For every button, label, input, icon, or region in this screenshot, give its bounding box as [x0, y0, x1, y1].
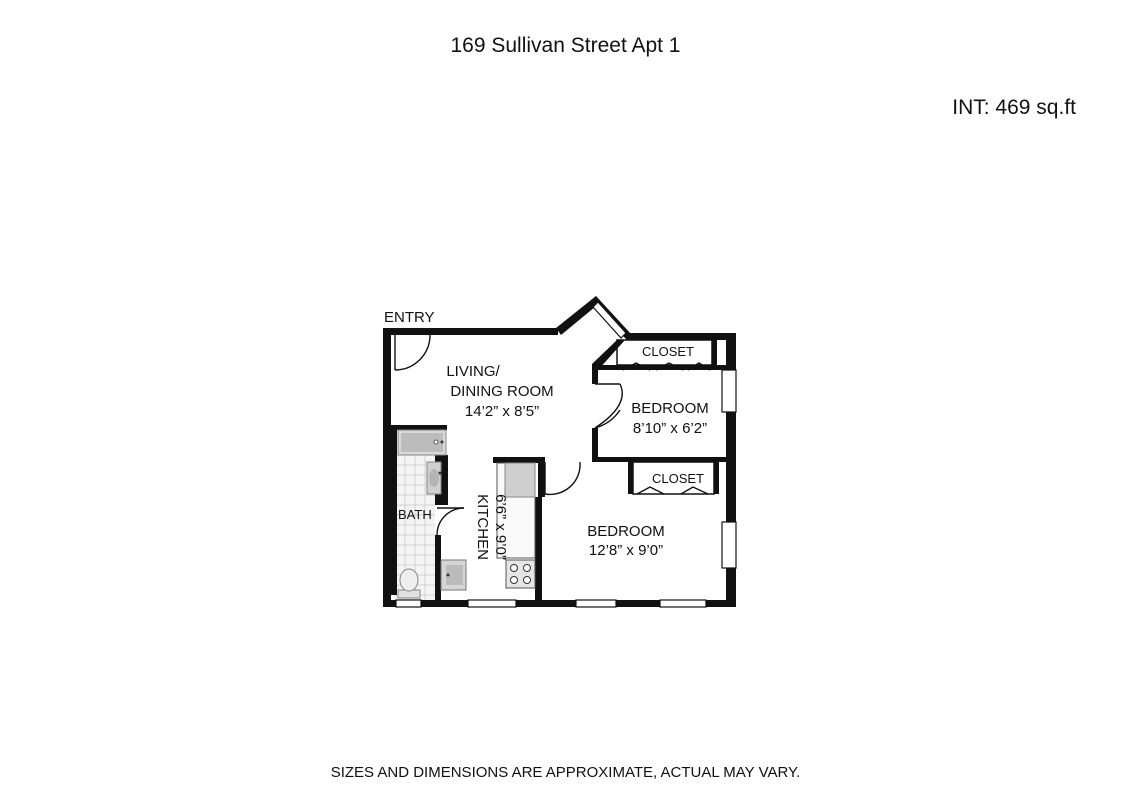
- living-label-line2: DINING ROOM: [450, 383, 553, 400]
- bathtub: [397, 429, 447, 456]
- bedroom1-label: BEDROOM: [631, 400, 709, 417]
- bedroom1-door: [594, 383, 623, 429]
- east-window-1: [721, 369, 737, 413]
- entry-door: [394, 334, 431, 371]
- bedroom2-label: BEDROOM: [587, 523, 665, 540]
- stove: [505, 559, 536, 589]
- south-wall: [383, 600, 736, 607]
- bath-door: [436, 507, 465, 536]
- closet1-doors: [622, 362, 711, 371]
- kitchen-sink: [440, 559, 467, 591]
- bath-sink: [426, 461, 442, 495]
- doors: [394, 334, 711, 536]
- kitchen-label: KITCHEN: [474, 494, 491, 560]
- bath-window: [395, 599, 422, 608]
- living-label-line1: LIVING/: [446, 363, 500, 380]
- south-window-2: [575, 599, 617, 608]
- south-window-1: [467, 599, 517, 608]
- living-dims: 14’2” x 8’5”: [465, 403, 539, 420]
- closet1-label: CLOSET: [642, 344, 694, 359]
- closet2-doors: [636, 486, 709, 495]
- bedroom2-door: [544, 461, 581, 496]
- windows: [395, 301, 737, 608]
- bath-label: BATH: [398, 507, 432, 522]
- kitchen-counter: [496, 462, 536, 559]
- north-wall-right: [626, 333, 736, 340]
- bay-wall-left: [556, 296, 601, 335]
- interior-area: INT: 469 sq.ft: [952, 96, 1076, 119]
- closet2-label: CLOSET: [652, 471, 704, 486]
- kitchen-dims: 6’6” x 9’0”: [492, 494, 509, 560]
- bedroom1-dims: 8’10” x 6’2”: [633, 420, 707, 437]
- west-wall: [383, 330, 391, 607]
- entry-label: ENTRY: [384, 309, 435, 326]
- plan-title: 169 Sullivan Street Apt 1: [450, 34, 681, 57]
- bedroom2-dims: 12’8” x 9’0”: [589, 542, 663, 559]
- bay-window: [592, 301, 627, 339]
- fixtures: [397, 429, 536, 599]
- north-wall: [383, 328, 558, 335]
- room-labels: ENTRY LIVING/ DINING ROOM 14’2” x 8’5” C…: [384, 309, 709, 560]
- east-wall: [726, 333, 736, 607]
- disclaimer: SIZES AND DIMENSIONS ARE APPROXIMATE, AC…: [330, 764, 801, 781]
- south-window-3: [659, 599, 707, 608]
- toilet: [397, 568, 421, 599]
- east-window-2: [721, 521, 737, 569]
